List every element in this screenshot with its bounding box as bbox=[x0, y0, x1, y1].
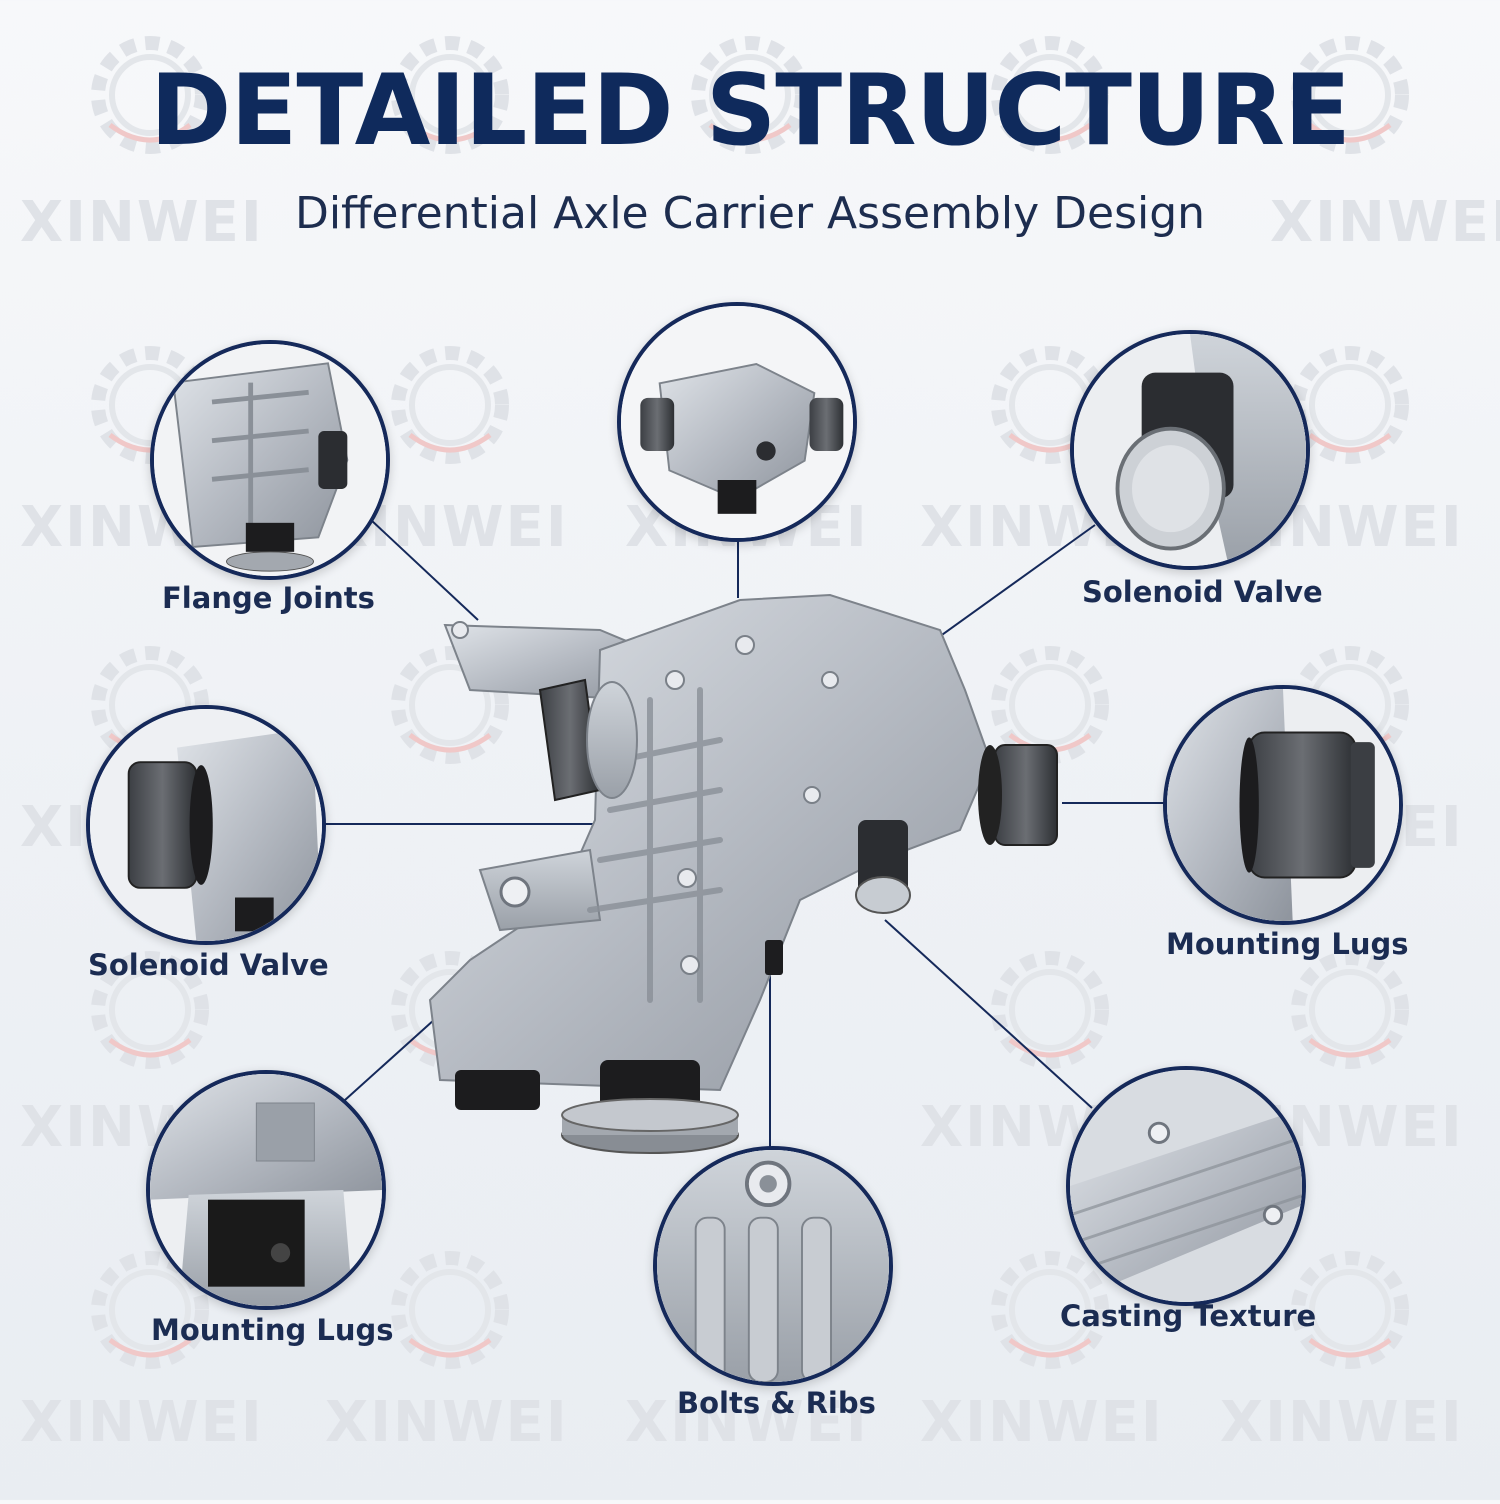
page-title: DETAILED STRUCTURE bbox=[150, 54, 1351, 168]
callout-mounting-lugs-right bbox=[1163, 685, 1403, 925]
solenoid-valve-right-detail-image bbox=[1074, 334, 1306, 566]
solenoid-valve-left-detail-image bbox=[90, 709, 322, 941]
callout-casting-texture bbox=[1066, 1066, 1306, 1306]
watermark-text: XINWEI bbox=[1220, 1390, 1464, 1455]
callout-top-view bbox=[617, 302, 857, 542]
bolts-ribs-detail-image bbox=[657, 1150, 889, 1382]
watermark-text: XINWEI bbox=[920, 1390, 1164, 1455]
watermark-text: XINWEI bbox=[325, 1390, 569, 1455]
callout-solenoid-valve-left bbox=[86, 705, 326, 945]
watermark-text: XINWEI bbox=[20, 1390, 264, 1455]
callout-solenoid-valve-right bbox=[1070, 330, 1310, 570]
bottom-mount-left bbox=[455, 1070, 540, 1110]
label-casting-texture: Casting Texture bbox=[1060, 1299, 1317, 1333]
label-solenoid-valve-right: Solenoid Valve bbox=[1082, 575, 1323, 609]
label-mounting-lugs-right: Mounting Lugs bbox=[1166, 927, 1409, 961]
label-flange-joints: Flange Joints bbox=[162, 581, 375, 615]
side-lug bbox=[478, 848, 602, 932]
label-mounting-lugs-left: Mounting Lugs bbox=[151, 1313, 394, 1347]
mounting-lugs-right-detail-image bbox=[1167, 689, 1399, 921]
watermark-text: XINWEI bbox=[1270, 190, 1500, 255]
callout-bolts-ribs bbox=[653, 1146, 893, 1386]
right-output-flange bbox=[994, 744, 1058, 846]
callout-flange-joints bbox=[150, 340, 390, 580]
casting-texture-detail-image bbox=[1070, 1070, 1302, 1302]
watermark-text: XINWEI bbox=[625, 1390, 869, 1455]
housing-ribs bbox=[587, 687, 723, 1003]
mounting-lugs-left-detail-image bbox=[150, 1074, 382, 1306]
flange-joints-detail-image bbox=[154, 344, 386, 576]
leader-line-flange-joints bbox=[354, 504, 479, 621]
top-view-detail-image bbox=[621, 306, 853, 538]
solenoid-valve bbox=[858, 820, 908, 895]
bolt-points bbox=[451, 621, 839, 975]
leader-line-casting-texture bbox=[884, 919, 1093, 1109]
watermark-text: XINWEI bbox=[20, 190, 264, 255]
page-subtitle: Differential Axle Carrier Assembly Desig… bbox=[294, 188, 1206, 239]
callout-mounting-lugs-left bbox=[146, 1070, 386, 1310]
label-bolts-ribs: Bolts & Ribs bbox=[677, 1386, 876, 1420]
label-solenoid-valve-left: Solenoid Valve bbox=[88, 948, 329, 982]
